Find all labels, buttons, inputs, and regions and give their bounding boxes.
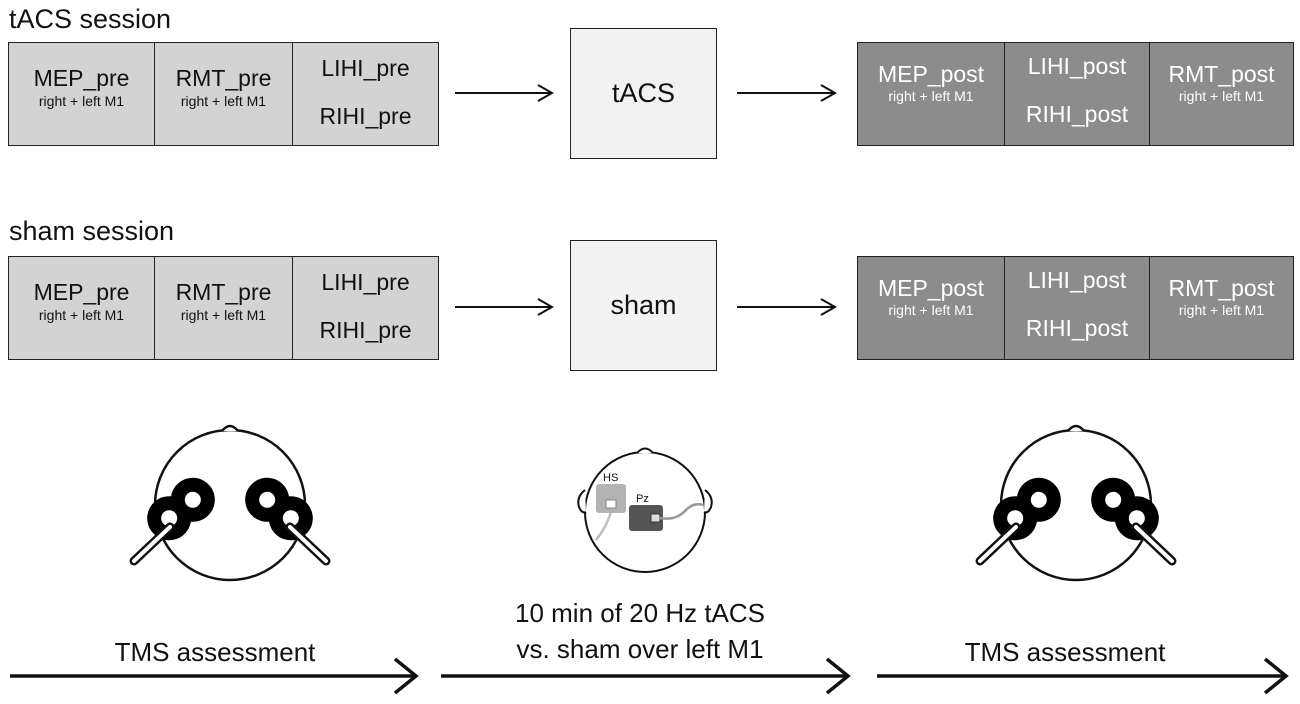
sham-rmt-post-label: RMT_post [1168, 275, 1275, 301]
sham-lihi-pre-label: LIHI_pre [321, 269, 410, 295]
sham-rmt-post-cell: RMT_post right + left M1 [1150, 257, 1293, 359]
tacs-mep-pre-cell: MEP_pre right + left M1 [9, 43, 155, 145]
pz-label: Pz [636, 493, 649, 505]
tacs-arrow-in [455, 84, 555, 102]
tacs-rihi-post-label: RIHI_post [1025, 101, 1129, 127]
timeline-arrow-middle [441, 657, 851, 695]
timeline-arrow-right [877, 657, 1289, 695]
sham-session-title: sham session [9, 216, 175, 246]
tacs-mep-pre-sub: right + left M1 [38, 93, 125, 109]
timeline-label-right: TMS assessment [964, 637, 1166, 667]
sham-rmt-pre-sub: right + left M1 [180, 307, 267, 323]
tacs-mep-post-cell: MEP_post right + left M1 [858, 43, 1005, 145]
sham-mep-pre-cell: MEP_pre right + left M1 [9, 257, 155, 359]
timeline-label-middle-1: 10 min of 20 Hz tACS [515, 598, 765, 628]
timeline-label-left: TMS assessment [114, 637, 316, 667]
hs-electrode [596, 484, 626, 513]
sham-mep-post-sub: right + left M1 [888, 302, 974, 318]
tacs-lihi-post-label: LIHI_post [1027, 53, 1127, 79]
hs-label: HS [603, 472, 618, 484]
tacs-post-measures: MEP_post right + left M1 LIHI_post RIHI_… [857, 42, 1294, 146]
tacs-rmt-pre-cell: RMT_pre right + left M1 [155, 43, 293, 145]
tms-head-post-icon [980, 426, 1172, 580]
sham-lihi-post-label: LIHI_post [1027, 267, 1127, 293]
timeline-arrow-left [10, 657, 419, 695]
tacs-ihi-post-cell: LIHI_post RIHI_post [1005, 43, 1150, 145]
tacs-intervention-box: tACS [570, 28, 717, 159]
tms-head-pre-icon [134, 426, 326, 580]
sham-post-measures: MEP_post right + left M1 LIHI_post RIHI_… [857, 256, 1294, 360]
tacs-rmt-pre-sub: right + left M1 [180, 93, 267, 109]
tacs-rmt-post-label: RMT_post [1168, 61, 1275, 87]
sham-rmt-post-sub: right + left M1 [1178, 302, 1265, 318]
sham-arrow-in [455, 298, 555, 316]
sham-ihi-pre-cell: LIHI_pre RIHI_pre [293, 257, 438, 359]
sham-rihi-pre-label: RIHI_pre [319, 317, 412, 343]
tacs-rmt-post-sub: right + left M1 [1178, 88, 1265, 104]
tacs-session-title: tACS session [9, 4, 172, 34]
tacs-mep-pre-label: MEP_pre [33, 65, 130, 91]
sham-mep-pre-sub: right + left M1 [38, 307, 125, 323]
tacs-arrow-out [737, 84, 838, 102]
sham-intervention-box: sham [570, 240, 717, 371]
tacs-mep-post-sub: right + left M1 [888, 88, 974, 104]
tacs-lihi-pre-label: LIHI_pre [321, 55, 410, 81]
tacs-ihi-pre-cell: LIHI_pre RIHI_pre [293, 43, 438, 145]
tacs-rihi-pre-label: RIHI_pre [319, 103, 412, 129]
sham-pre-measures: MEP_pre right + left M1 RMT_pre right + … [8, 256, 439, 360]
sham-rmt-pre-label: RMT_pre [175, 279, 272, 305]
tacs-head-icon: HS Pz [577, 447, 713, 573]
pz-electrode [629, 505, 663, 531]
sham-ihi-post-cell: LIHI_post RIHI_post [1005, 257, 1150, 359]
tacs-rmt-post-cell: RMT_post right + left M1 [1150, 43, 1293, 145]
sham-mep-post-label: MEP_post [877, 275, 985, 301]
sham-mep-pre-label: MEP_pre [33, 279, 130, 305]
tacs-pre-measures: MEP_pre right + left M1 RMT_pre right + … [8, 42, 439, 146]
sham-rihi-post-label: RIHI_post [1025, 315, 1129, 341]
timeline-label-middle-2: vs. sham over left M1 [516, 634, 764, 664]
tacs-rmt-pre-label: RMT_pre [175, 65, 272, 91]
tacs-mep-post-label: MEP_post [877, 61, 985, 87]
sham-arrow-out [737, 298, 838, 316]
sham-rmt-pre-cell: RMT_pre right + left M1 [155, 257, 293, 359]
sham-mep-post-cell: MEP_post right + left M1 [858, 257, 1005, 359]
